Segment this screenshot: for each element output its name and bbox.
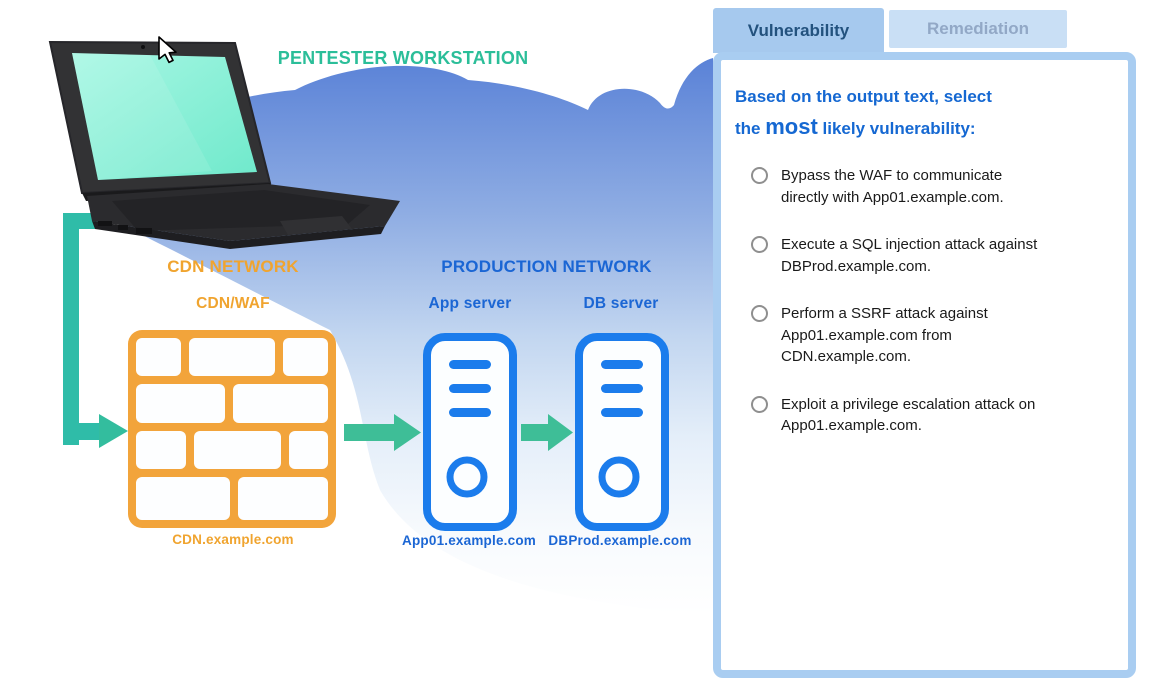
option-label: Execute a SQL injection attack against D… — [781, 236, 1038, 275]
option-row-4[interactable]: Exploit a privilege escalation attack on… — [751, 394, 1120, 437]
tab-vulnerability[interactable]: Vulnerability — [713, 8, 884, 53]
radio-button[interactable] — [751, 305, 768, 322]
tab-vulnerability-label: Vulnerability — [747, 20, 850, 40]
cdn-network-label: CDN NETWORK — [167, 257, 299, 276]
radio-button[interactable] — [751, 167, 768, 184]
production-network-label: PRODUCTION NETWORK — [441, 257, 652, 276]
tab-remediation[interactable]: Remediation — [889, 10, 1067, 48]
option-row-1[interactable]: Bypass the WAF to communicate directly w… — [751, 165, 1120, 208]
firewall-brick-icon — [128, 330, 336, 528]
cdn-hostname-label: CDN.example.com — [172, 532, 294, 547]
question-text: Based on the output text, select the mos… — [735, 82, 1118, 144]
option-label: Bypass the WAF to communicate directly w… — [781, 167, 1004, 206]
app-server-icon — [423, 333, 517, 531]
cdn-waf-label: CDN/WAF — [196, 295, 270, 312]
radio-button[interactable] — [751, 395, 768, 413]
db-server-label: DB server — [583, 295, 659, 312]
question-line1: Based on the output text, select — [735, 87, 992, 106]
pentester-workstation-label: PENTESTER WORKSTATION — [277, 48, 529, 68]
question-line2-pre: the — [735, 119, 766, 138]
vulnerability-options: Bypass the WAF to communicate directly w… — [721, 165, 1128, 437]
arrow-cdn-to-app-icon — [344, 414, 421, 451]
app-server-label: App server — [428, 295, 512, 312]
option-row-3[interactable]: Perform a SSRF attack against App01.exam… — [751, 303, 1120, 368]
radio-button[interactable] — [751, 236, 768, 253]
question-line2-post: likely vulnerability: — [817, 119, 976, 138]
arrow-app-to-db-icon — [521, 414, 573, 451]
app-hostname-label: App01.example.com — [402, 533, 536, 548]
question-panel: Based on the output text, select the mos… — [713, 52, 1136, 678]
option-label: Perform a SSRF attack against App01.exam… — [781, 305, 988, 365]
option-label: Exploit a privilege escalation attack on… — [781, 395, 1036, 435]
option-row-2[interactable]: Execute a SQL injection attack against D… — [751, 234, 1120, 277]
network-diagram: PENTESTER WORKSTATION CDN NETWORK CDN/WA… — [48, 36, 713, 615]
question-emphasis: most — [765, 114, 818, 139]
laptop-icon — [48, 40, 400, 249]
mouse-cursor-icon — [158, 36, 177, 64]
tab-remediation-label: Remediation — [926, 19, 1030, 38]
db-server-icon — [575, 333, 669, 531]
db-hostname-label: DBProd.example.com — [548, 533, 692, 548]
